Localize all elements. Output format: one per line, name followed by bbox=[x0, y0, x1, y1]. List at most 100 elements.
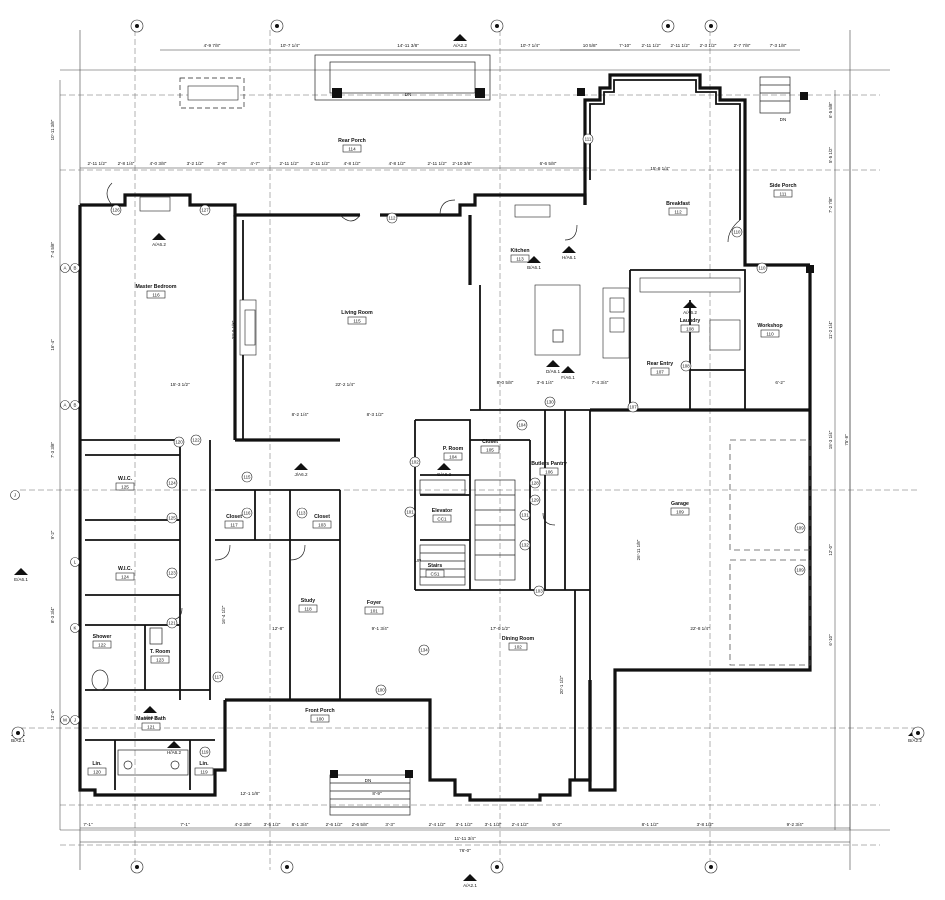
dimension-text: 4'-0 3/8" bbox=[150, 161, 167, 166]
dimension-text: 2'-8" bbox=[217, 161, 227, 166]
door-tag-bubble bbox=[166, 617, 178, 629]
door-tag: 125 bbox=[168, 516, 176, 521]
room-number: 107 bbox=[656, 370, 664, 375]
section-arrow bbox=[453, 34, 467, 41]
grid-bubble bbox=[70, 400, 80, 410]
door-tag-bubble bbox=[418, 644, 430, 656]
section-label: G/A6.2 bbox=[437, 472, 452, 477]
grid-letter: L bbox=[74, 560, 77, 565]
room-name: Closet bbox=[226, 514, 242, 520]
room-number: 119 bbox=[200, 770, 208, 775]
room-number: CC1 bbox=[437, 517, 447, 522]
door-tag: 119 bbox=[202, 750, 210, 755]
door-tag-bubble bbox=[731, 226, 743, 238]
dimension-text: 10 5/8" bbox=[583, 43, 598, 48]
dimension-text: 8'-1 3/4" bbox=[292, 822, 309, 827]
svg-text:13'-6": 13'-6" bbox=[50, 709, 55, 721]
dimension-text: 3'-2 1/2" bbox=[187, 161, 204, 166]
svg-text:22'-2 1/4": 22'-2 1/4" bbox=[335, 382, 355, 387]
door-tag-bubble bbox=[212, 671, 224, 683]
door-tag: 127 bbox=[201, 208, 209, 213]
column-grid-marker-dot bbox=[916, 731, 920, 735]
room-number: 118 bbox=[304, 607, 312, 612]
svg-text:8'-2 1/4": 8'-2 1/4" bbox=[292, 412, 309, 417]
grid-letter: A bbox=[64, 266, 67, 271]
svg-text:5'-5 1/2": 5'-5 1/2" bbox=[828, 147, 833, 164]
door-tag: 113 bbox=[299, 511, 307, 516]
grid-letter: K bbox=[74, 626, 77, 631]
svg-text:17'-0 1/2": 17'-0 1/2" bbox=[490, 626, 510, 631]
room-number-box bbox=[310, 714, 330, 723]
room-name: Foyer bbox=[367, 600, 381, 606]
room-number: 117 bbox=[230, 523, 238, 528]
grid-letter: B bbox=[74, 403, 77, 408]
dimension-text: 10'-7 1/4" bbox=[280, 43, 300, 48]
dimension-text: 3'-5 1/2" bbox=[264, 822, 281, 827]
door-tag-bubble bbox=[794, 564, 806, 576]
room-number: 121 bbox=[147, 725, 155, 730]
door-tag-bubble bbox=[166, 567, 178, 579]
svg-text:6'-5 5/8": 6'-5 5/8" bbox=[828, 102, 833, 119]
room-number-box bbox=[150, 655, 170, 664]
dimension-text: 4'-8 1/2" bbox=[389, 161, 406, 166]
room-name: Butlers Pantry bbox=[531, 461, 567, 467]
section-arrow bbox=[561, 366, 575, 373]
svg-text:15'-3 1/4": 15'-3 1/4" bbox=[828, 430, 833, 449]
svg-text:26'-11 1/8": 26'-11 1/8" bbox=[636, 539, 641, 560]
room-number: 114 bbox=[348, 147, 356, 152]
room-number-box bbox=[432, 514, 452, 523]
dimension-text: 2'-7 7/8" bbox=[734, 43, 751, 48]
door-tag-bubble bbox=[166, 477, 178, 489]
dimension-text: 2'-8 1/4" bbox=[118, 161, 135, 166]
dimension-text: 2'-11 1/2" bbox=[310, 161, 329, 166]
section-label: A/A2.2 bbox=[453, 43, 467, 48]
dimension-text: 3'-1 1/2" bbox=[456, 822, 473, 827]
door-tag: 110 bbox=[734, 230, 742, 235]
room-name: Rear Porch bbox=[338, 138, 366, 144]
kitchen-fixtures bbox=[514, 204, 741, 359]
svg-text:3'-6 1/4": 3'-6 1/4" bbox=[537, 380, 554, 385]
room-number: 120 bbox=[93, 770, 101, 775]
door-tag: 109 bbox=[796, 526, 804, 531]
section-arrow bbox=[463, 874, 477, 881]
door-tag: 132 bbox=[521, 543, 529, 548]
column-grid-marker-dot bbox=[709, 865, 713, 869]
door-tag-bubble bbox=[519, 539, 531, 551]
room-number-box bbox=[680, 324, 700, 333]
up-label: UP bbox=[415, 558, 421, 563]
svg-text:6'-2": 6'-2" bbox=[775, 380, 785, 385]
room-number-box bbox=[342, 144, 362, 153]
room-number: 123 bbox=[156, 658, 164, 663]
svg-text:8'-3 3/4": 8'-3 3/4" bbox=[50, 607, 55, 624]
dn-label-rear: DN bbox=[405, 92, 412, 97]
door-tag: 124 bbox=[168, 481, 176, 486]
dimension-text: 9'-2 3/4" bbox=[787, 822, 804, 827]
door-tag-bubble bbox=[166, 512, 178, 524]
svg-text:9'-1 3/4": 9'-1 3/4" bbox=[372, 626, 389, 631]
dimension-text: 2'-11 1/2" bbox=[427, 161, 446, 166]
section-label: H/A6.2 bbox=[167, 750, 181, 755]
room-number: 125 bbox=[121, 485, 129, 490]
section-arrow bbox=[152, 233, 166, 240]
room-number-box bbox=[650, 367, 670, 376]
room-number: 113 bbox=[516, 257, 524, 262]
door-tag-bubble bbox=[190, 434, 202, 446]
dimension-text: 2'-10 3/8" bbox=[452, 161, 472, 166]
grid-letter: J bbox=[14, 493, 16, 498]
room-name: Breakfast bbox=[666, 201, 690, 207]
dimension-text: 2'-3 1/2" bbox=[700, 43, 717, 48]
room-number-box bbox=[194, 767, 214, 776]
door-tag: 122 bbox=[192, 438, 200, 443]
room-number: 101 bbox=[370, 609, 378, 614]
room-number: 105 bbox=[486, 448, 494, 453]
room-name: Rear Entry bbox=[647, 361, 673, 367]
room-number-box bbox=[146, 290, 166, 299]
room-name: P. Room bbox=[443, 446, 464, 452]
column-grid-marker-dot bbox=[495, 865, 499, 869]
room-number-box bbox=[92, 640, 112, 649]
room-number-box bbox=[87, 767, 107, 776]
door-tag: 101 bbox=[406, 510, 414, 515]
